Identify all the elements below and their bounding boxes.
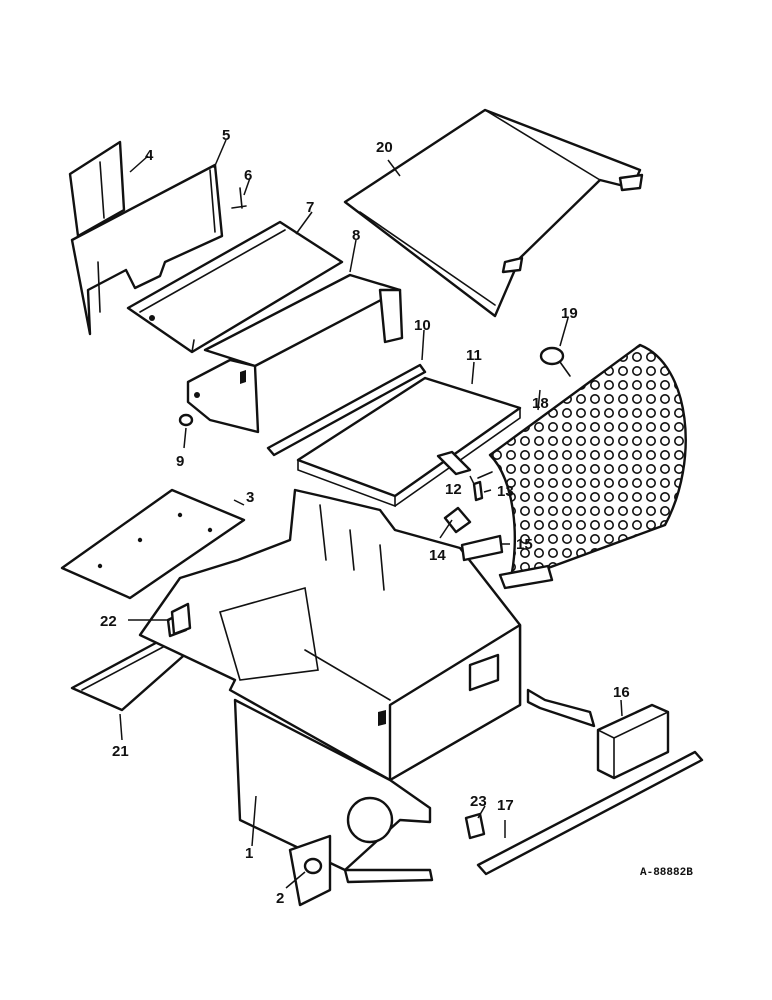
callout-20: 20 bbox=[376, 139, 393, 156]
part-22-latch bbox=[170, 602, 192, 636]
callout-labels: 1 2 3 4 5 6 7 8 9 10 11 12 13 14 15 16 1… bbox=[100, 127, 693, 907]
callout-22: 22 bbox=[100, 613, 117, 630]
part-6-bolt bbox=[231, 187, 247, 209]
part-13-clip bbox=[472, 480, 484, 502]
callout-4: 4 bbox=[145, 147, 154, 164]
part-20-hood bbox=[343, 108, 644, 318]
callout-2: 2 bbox=[276, 890, 284, 907]
callout-17: 17 bbox=[497, 797, 514, 814]
callout-14: 14 bbox=[429, 547, 446, 564]
part-2-flange bbox=[288, 834, 332, 907]
leader-lines bbox=[119, 139, 623, 889]
part-16-box bbox=[526, 688, 670, 780]
callout-8: 8 bbox=[352, 227, 360, 244]
part-11-filter-pad bbox=[296, 376, 522, 508]
callout-21: 21 bbox=[112, 743, 129, 760]
callout-16: 16 bbox=[613, 684, 630, 701]
part-17-bar bbox=[476, 750, 704, 876]
drawing-number: A-88882B bbox=[640, 867, 693, 879]
part-15-plate bbox=[460, 534, 504, 562]
callout-1: 1 bbox=[245, 845, 253, 862]
callout-10: 10 bbox=[414, 317, 431, 334]
callout-11: 11 bbox=[466, 347, 482, 364]
callout-7: 7 bbox=[306, 199, 314, 216]
callout-13: 13 bbox=[497, 483, 514, 500]
callout-23: 23 bbox=[470, 793, 487, 810]
callout-5: 5 bbox=[222, 127, 230, 144]
part-8-frame bbox=[186, 273, 404, 434]
callout-18: 18 bbox=[532, 395, 549, 412]
callout-3: 3 bbox=[246, 489, 254, 506]
part-7-tray bbox=[126, 220, 344, 354]
part-4-plate bbox=[68, 140, 126, 238]
part-3-plate bbox=[60, 488, 246, 600]
part-10-strip bbox=[266, 363, 427, 457]
callout-12: 12 bbox=[445, 481, 462, 498]
part-19-clip bbox=[539, 346, 571, 377]
part-5-side-panel bbox=[70, 163, 224, 336]
part-14-bracket bbox=[443, 506, 472, 534]
callout-9: 9 bbox=[176, 453, 184, 470]
part-12-pin bbox=[477, 471, 493, 479]
callout-15: 15 bbox=[516, 536, 533, 553]
callout-19: 19 bbox=[561, 305, 578, 322]
part-9-ring bbox=[178, 413, 194, 427]
part-23-fitting bbox=[464, 812, 486, 840]
part-18-perforated-screen bbox=[488, 343, 687, 590]
callout-6: 6 bbox=[244, 167, 252, 184]
